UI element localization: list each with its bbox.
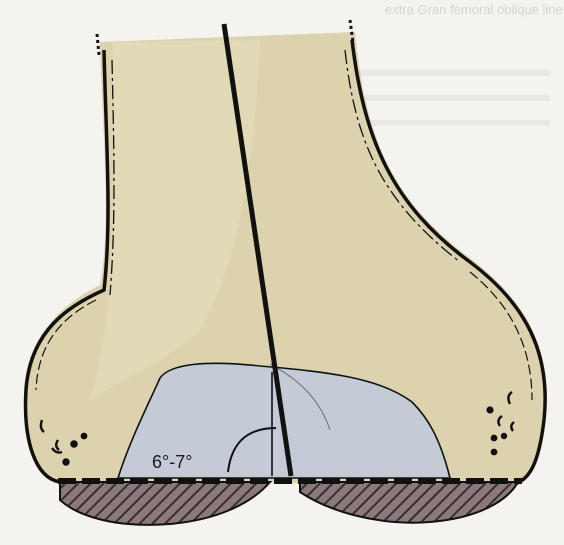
background-text-line (360, 70, 550, 76)
background-text-line (360, 120, 550, 126)
resection-region-left (60, 482, 270, 525)
background-bleed-text: extra Gran femoral oblique line with (360, 2, 564, 126)
background-text: extra Gran femoral oblique line with (385, 2, 564, 17)
angle-label: 6°-7° (152, 452, 192, 472)
shaft-tip-left (97, 34, 99, 55)
background-text-line (360, 95, 550, 101)
resection-region-right (300, 482, 518, 523)
